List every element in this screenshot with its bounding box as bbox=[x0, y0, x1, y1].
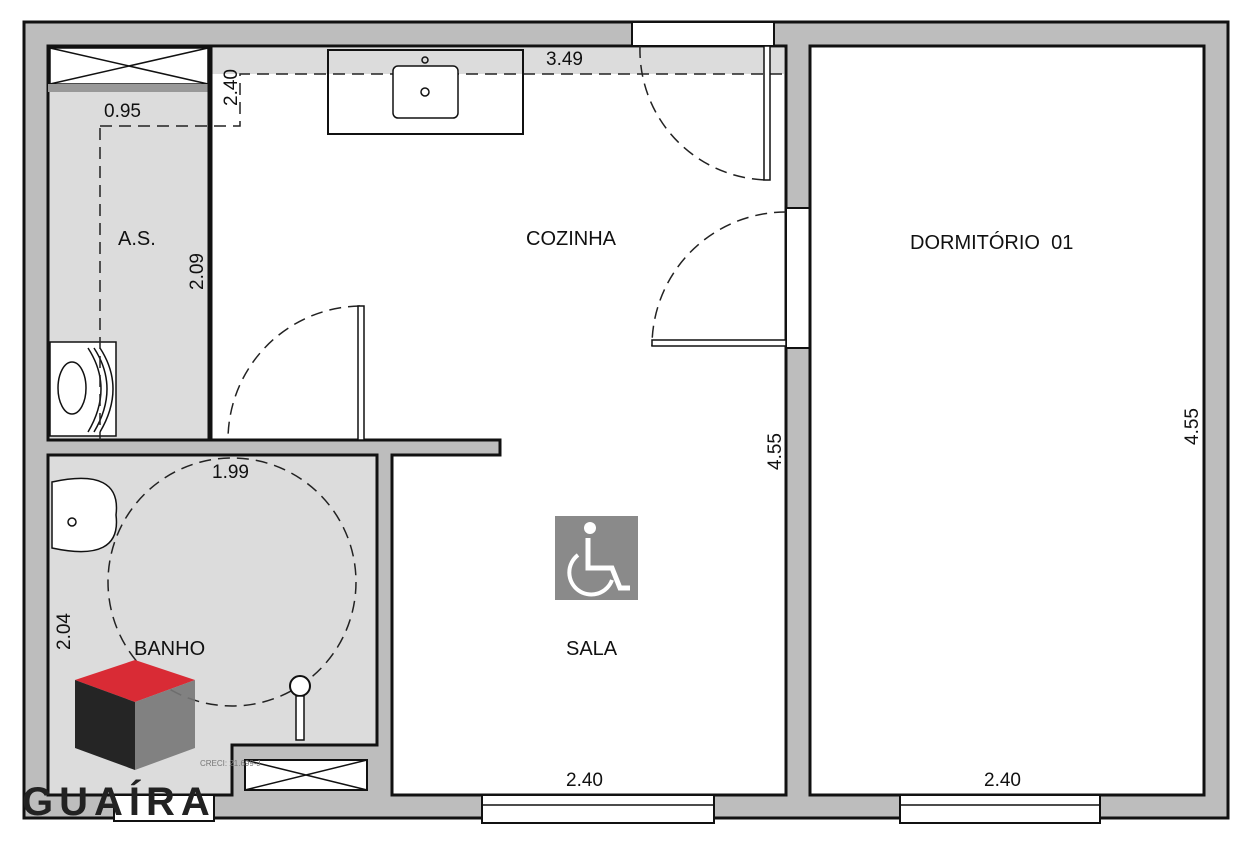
bathroom-sink-drain bbox=[67, 517, 77, 527]
label-area-servico: A.S. bbox=[118, 228, 156, 250]
washtub-basin bbox=[57, 361, 87, 415]
washboard bbox=[87, 347, 114, 433]
label-sala: SALA bbox=[566, 638, 618, 660]
window-dorm bbox=[899, 794, 1101, 824]
logo-text: GUAÍRA bbox=[22, 779, 216, 824]
creci-text: CRECI: 21.699-J bbox=[200, 759, 260, 768]
label-cozinha: COZINHA bbox=[526, 228, 617, 250]
label-dormitorio: DORMITÓRIO 01 bbox=[910, 231, 1073, 254]
wet-area-outline bbox=[99, 73, 784, 440]
label-banho: BANHO bbox=[134, 638, 205, 660]
dim-dorm-width: 2.40 bbox=[984, 770, 1021, 791]
door-leaf[interactable] bbox=[763, 45, 771, 181]
shower-pipe bbox=[295, 695, 305, 741]
door-opening-top bbox=[631, 21, 775, 47]
guaira-logo: GUAÍRA CRECI: 21.699-J bbox=[22, 660, 260, 824]
kitchen-wet-strip bbox=[212, 48, 784, 74]
kitchen-sink bbox=[392, 65, 459, 119]
shaft-cross bbox=[244, 759, 368, 791]
wheelchair-icon bbox=[555, 516, 638, 600]
sink-drain bbox=[420, 87, 430, 97]
dim-sala-width: 2.40 bbox=[566, 770, 603, 791]
door-leaf-dorm[interactable] bbox=[651, 339, 787, 347]
tank-cross bbox=[49, 47, 209, 85]
faucet bbox=[421, 56, 429, 64]
dim-banho-width: 1.99 bbox=[212, 462, 249, 483]
door-swing-dorm bbox=[651, 211, 787, 347]
dim-dorm-depth: 4.55 bbox=[1182, 408, 1203, 445]
dim-as-depth: 2.09 bbox=[187, 253, 208, 290]
washtub bbox=[49, 341, 117, 437]
dim-as-width: 0.95 bbox=[104, 101, 141, 122]
room-dormitorio bbox=[808, 44, 1206, 797]
door-swing bbox=[639, 45, 771, 181]
kitchen-counter bbox=[327, 49, 524, 135]
door-leaf-banho[interactable] bbox=[357, 305, 365, 441]
door-opening-dorm bbox=[785, 207, 811, 349]
window-banho bbox=[113, 794, 215, 822]
dim-kitchen-top: 3.49 bbox=[546, 49, 583, 70]
dim-banho-depth: 2.04 bbox=[54, 613, 75, 650]
dim-kitchen-counter: 2.40 bbox=[221, 69, 242, 106]
bathroom-sink bbox=[51, 477, 118, 553]
shower-head bbox=[289, 675, 311, 697]
dim-sala-depth: 4.55 bbox=[765, 433, 786, 470]
window-sala bbox=[481, 794, 715, 824]
hatched-wall bbox=[48, 84, 210, 92]
wheelchair-turning-circle bbox=[107, 457, 357, 707]
door-swing-banho bbox=[227, 305, 361, 441]
